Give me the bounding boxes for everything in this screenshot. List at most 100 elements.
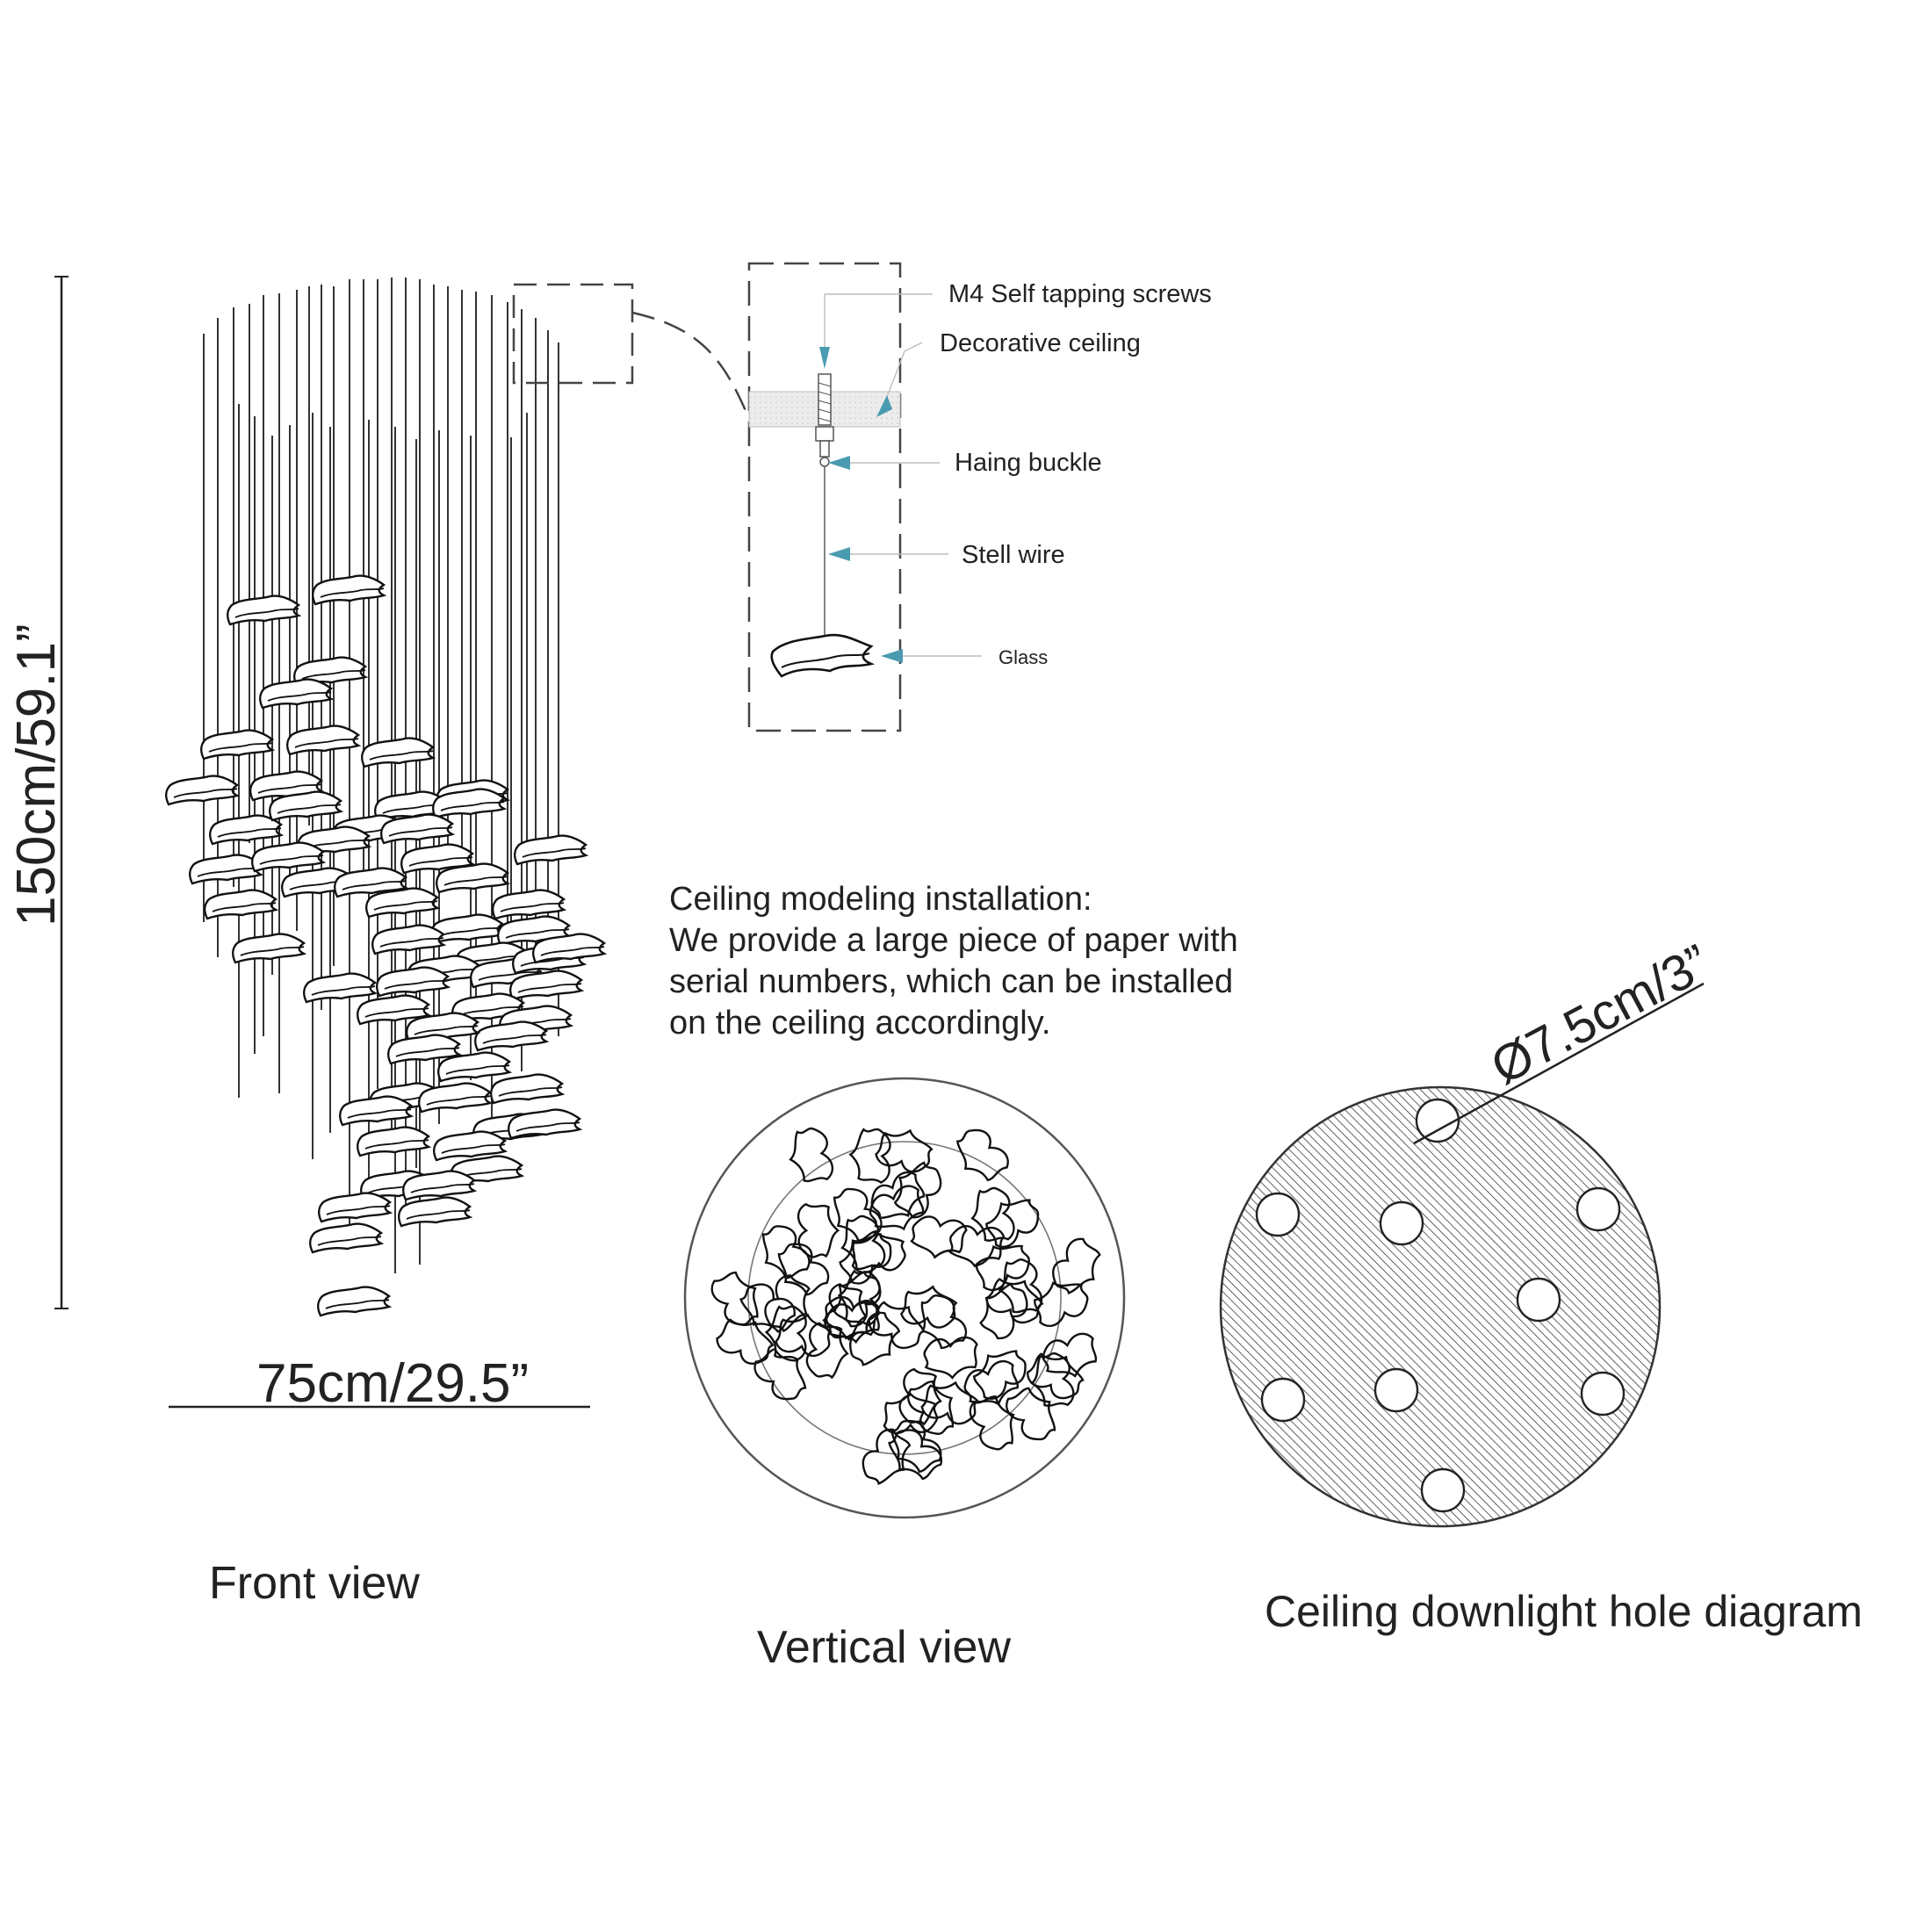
glass-piece-top bbox=[998, 1258, 1043, 1314]
glass-piece-top bbox=[1026, 1352, 1085, 1400]
glass-piece bbox=[400, 843, 476, 875]
glass-piece bbox=[259, 678, 335, 710]
callout-arrows bbox=[819, 347, 903, 663]
glass-piece-top bbox=[849, 1311, 901, 1366]
glass-piece-top bbox=[833, 1270, 882, 1328]
vertical-view-title: Vertical view bbox=[757, 1622, 1011, 1673]
glass-piece-top bbox=[1052, 1237, 1101, 1294]
downlight-hole bbox=[1260, 1377, 1306, 1423]
glass-piece-top bbox=[985, 1278, 1044, 1324]
glass-piece-top bbox=[775, 1313, 833, 1358]
glass-piece bbox=[232, 933, 307, 964]
hole-diameter-label: Ø7.5cm/3” bbox=[1482, 934, 1719, 1096]
glass-piece bbox=[508, 1108, 583, 1140]
glass-piece-top bbox=[948, 1224, 1006, 1268]
glass-piece-top bbox=[764, 1305, 807, 1361]
glass-piece-top bbox=[888, 1429, 943, 1481]
hole-diagram-title: Ceiling downlight hole diagram bbox=[1265, 1587, 1863, 1636]
installation-note-line-2: We provide a large piece of paper with bbox=[669, 922, 1238, 959]
glass-piece-top bbox=[840, 1215, 886, 1271]
glass-piece bbox=[227, 595, 302, 626]
glass-piece bbox=[376, 966, 451, 998]
glass-piece-top bbox=[839, 1233, 892, 1285]
glass-piece-top bbox=[910, 1215, 968, 1259]
detail-callout-connector bbox=[631, 311, 748, 414]
glass-piece bbox=[365, 887, 441, 919]
downlight-hole bbox=[1255, 1192, 1301, 1237]
glass-piece bbox=[318, 1192, 393, 1223]
glass-piece bbox=[380, 813, 456, 845]
glass-piece-top bbox=[970, 1186, 1015, 1242]
glass-piece-top bbox=[1042, 1332, 1098, 1378]
glass-piece bbox=[490, 1073, 566, 1105]
glass-piece-top bbox=[869, 1185, 925, 1231]
glass-piece bbox=[334, 867, 409, 898]
callout-screws: M4 Self tapping screws bbox=[948, 280, 1212, 308]
glass-piece-top bbox=[955, 1128, 1009, 1182]
glass-piece bbox=[437, 1051, 513, 1083]
glass-piece-top bbox=[1030, 1352, 1075, 1407]
height-dimension-label: 150cm/59.1” bbox=[6, 624, 67, 926]
glass-piece bbox=[532, 933, 608, 964]
glass-piece-top bbox=[900, 1285, 958, 1329]
glass-piece-top bbox=[797, 1202, 840, 1258]
downlight-hole bbox=[1420, 1467, 1466, 1513]
glass-piece-top bbox=[789, 1127, 833, 1183]
glass-piece-top bbox=[920, 1294, 967, 1350]
glass-piece-top bbox=[805, 1322, 849, 1380]
glass-piece bbox=[189, 854, 264, 885]
glass-piece bbox=[204, 889, 279, 920]
callout-hanging-buckle: Haing buckle bbox=[955, 449, 1102, 477]
glass-piece bbox=[303, 972, 378, 1004]
front-view: 150cm/59.1” 75cm/29.5” Front view bbox=[6, 276, 748, 1609]
glass-piece-top bbox=[890, 1419, 942, 1474]
glass-piece bbox=[317, 1286, 393, 1317]
glass-piece-top bbox=[716, 1318, 775, 1365]
glass-piece bbox=[357, 1126, 432, 1157]
glass-piece bbox=[398, 1196, 473, 1228]
glass-piece-top bbox=[969, 1395, 1015, 1451]
glass-piece bbox=[251, 841, 327, 873]
glass-piece bbox=[357, 994, 432, 1026]
glass-piece bbox=[474, 1020, 550, 1052]
glass-piece bbox=[286, 724, 362, 756]
detail-box bbox=[747, 262, 902, 732]
width-dimension-label: 75cm/29.5” bbox=[256, 1353, 529, 1414]
ceiling-plate bbox=[1219, 1085, 1662, 1528]
glass-piece-detail bbox=[770, 633, 876, 678]
glass-piece-top bbox=[710, 1271, 759, 1326]
glass-piece bbox=[361, 737, 436, 768]
downlight-hole bbox=[1516, 1277, 1561, 1323]
glass-piece-top bbox=[923, 1336, 978, 1380]
glass-piece-top bbox=[898, 1367, 942, 1426]
glass-piece-top bbox=[868, 1301, 926, 1350]
downlight-hole bbox=[1379, 1200, 1424, 1246]
glass-piece-top bbox=[777, 1243, 830, 1296]
callout-glass: Glass bbox=[998, 646, 1048, 668]
glass-piece bbox=[492, 889, 567, 920]
installation-note-line-1: Ceiling modeling installation: bbox=[669, 881, 1092, 918]
downlight-hole bbox=[1373, 1367, 1419, 1413]
ceiling-hole-diagram: Ø7.5cm/3” Ceiling downlight hole diagram bbox=[1219, 934, 1863, 1636]
downlight-hole bbox=[1580, 1371, 1626, 1417]
glass-piece-top bbox=[861, 1428, 912, 1485]
glass-piece bbox=[514, 834, 589, 866]
glass-piece-top bbox=[963, 1359, 1019, 1406]
glass-piece bbox=[433, 1130, 508, 1162]
glass-piece bbox=[402, 1170, 478, 1201]
installation-note: Ceiling modeling installation: We provid… bbox=[669, 881, 1238, 1042]
glass-piece-top bbox=[920, 1381, 979, 1425]
downlight-hole bbox=[1575, 1186, 1621, 1232]
vertical-glass-pieces bbox=[710, 1127, 1101, 1485]
glass-pieces bbox=[165, 574, 608, 1317]
glass-piece bbox=[309, 1222, 385, 1254]
glass-piece-top bbox=[1034, 1281, 1089, 1328]
glass-piece bbox=[209, 814, 285, 846]
glass-piece bbox=[269, 790, 344, 822]
glass-piece-top bbox=[870, 1171, 926, 1219]
installation-detail: M4 Self tapping screws Decorative ceilin… bbox=[747, 262, 1212, 732]
glass-piece-top bbox=[1006, 1387, 1056, 1441]
screw-icon bbox=[818, 373, 832, 426]
glass-piece bbox=[418, 1082, 494, 1114]
